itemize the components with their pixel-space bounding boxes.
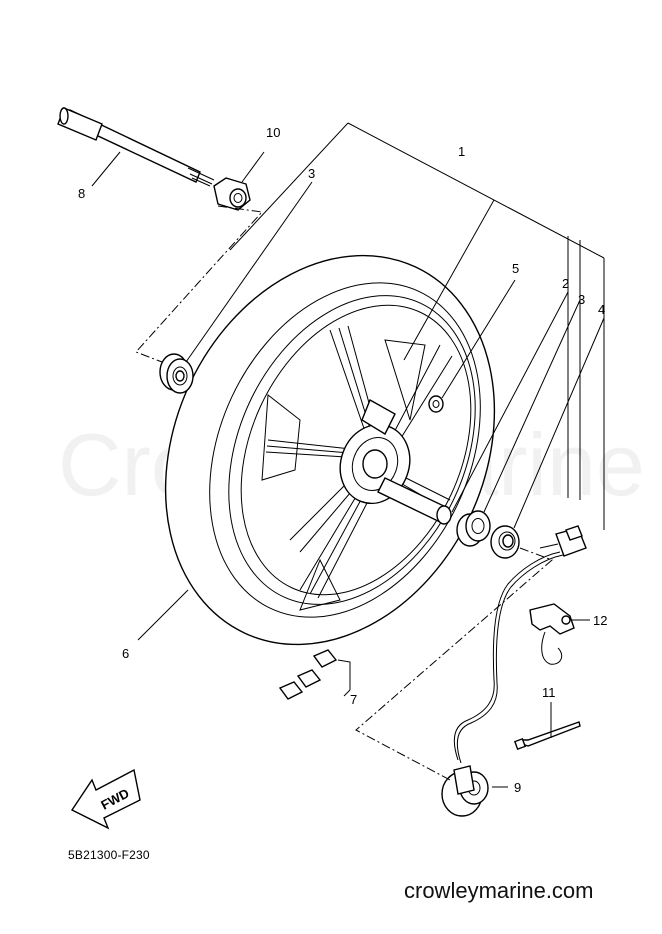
diagram-code: 5B21300-F230 — [68, 848, 150, 862]
front-axle[interactable] — [57, 107, 215, 187]
fwd-direction-arrow: FWD — [70, 768, 141, 830]
wheel-assembly[interactable] — [104, 201, 556, 698]
label-part-11: 11 — [542, 685, 556, 700]
label-part-12: 12 — [593, 613, 607, 628]
balance-weights[interactable] — [278, 649, 338, 700]
label-part-9: 9 — [514, 780, 521, 795]
label-part-8: 8 — [78, 186, 85, 201]
label-part-1: 1 — [458, 144, 465, 159]
bearing-left[interactable] — [159, 353, 194, 394]
label-part-3a: 3 — [308, 166, 315, 181]
label-part-5: 5 — [512, 261, 519, 276]
cable-tie[interactable] — [513, 721, 581, 751]
label-part-3b: 3 — [578, 292, 585, 307]
label-part-2: 2 — [562, 276, 569, 291]
site-name[interactable]: crowleymarine.com — [404, 878, 594, 903]
leader-lines — [91, 122, 605, 788]
tire-valve[interactable] — [428, 395, 444, 413]
bearing-right[interactable] — [456, 510, 491, 547]
oil-seal[interactable] — [490, 525, 520, 559]
label-part-6: 6 — [122, 646, 129, 661]
part-number-labels: 1 2 3 3 4 5 6 7 8 9 10 11 12 — [78, 125, 607, 795]
label-part-10: 10 — [266, 125, 280, 140]
wheel-sensor[interactable] — [441, 525, 587, 817]
label-part-4: 4 — [598, 302, 605, 317]
label-part-7: 7 — [350, 692, 357, 707]
harness-clamp[interactable] — [529, 603, 575, 665]
dashed-alignment-lines — [135, 205, 553, 781]
axle-nut[interactable] — [213, 177, 251, 211]
